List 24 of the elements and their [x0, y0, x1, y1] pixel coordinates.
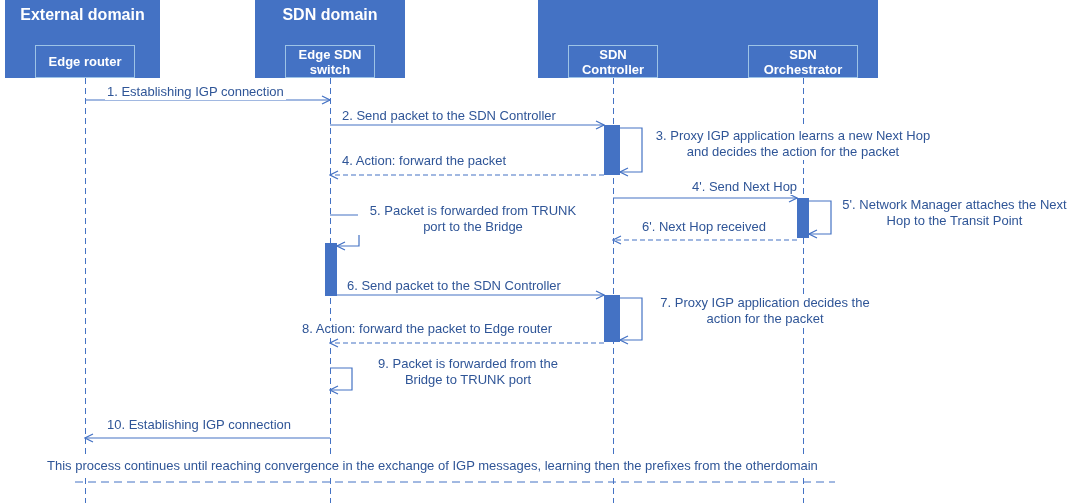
message-label: 10. Establishing IGP connection	[105, 417, 294, 433]
message-arrow	[619, 127, 643, 177]
message-arrow	[84, 433, 331, 443]
message-arrow	[84, 95, 331, 105]
message-arrow	[329, 338, 605, 348]
domain-title: SDN domain	[281, 6, 379, 24]
message-label: 6'. Next Hop received	[640, 219, 768, 235]
message-label: 1. Establishing IGP connection	[105, 84, 286, 100]
message-arrow	[336, 290, 605, 300]
message-arrow	[329, 367, 353, 395]
message-arrow	[329, 170, 605, 180]
message-label: 2. Send packet to the SDN Controller	[340, 108, 558, 124]
message-label: 5'. Network Manager attaches the Next Hop to the Transit Point	[840, 197, 1069, 229]
message-arrow	[612, 193, 798, 203]
message-label: 8. Action: forward the packet to Edge router	[300, 321, 555, 337]
message-arrow	[619, 297, 643, 345]
message-label: 6. Send packet to the SDN Controller	[345, 278, 563, 294]
message-arrow	[612, 235, 798, 245]
message-label: 4'. Send Next Hop	[690, 179, 800, 195]
message-arrow	[808, 200, 832, 239]
message-label: 4. Action: forward the packet	[340, 153, 509, 169]
message-arrow	[329, 120, 605, 130]
note-text: This process continues until reaching convergence in the exchange of IGP messages, learning then the prefixes from the otherdomain	[45, 458, 820, 474]
domain-title: External domain	[19, 6, 146, 24]
